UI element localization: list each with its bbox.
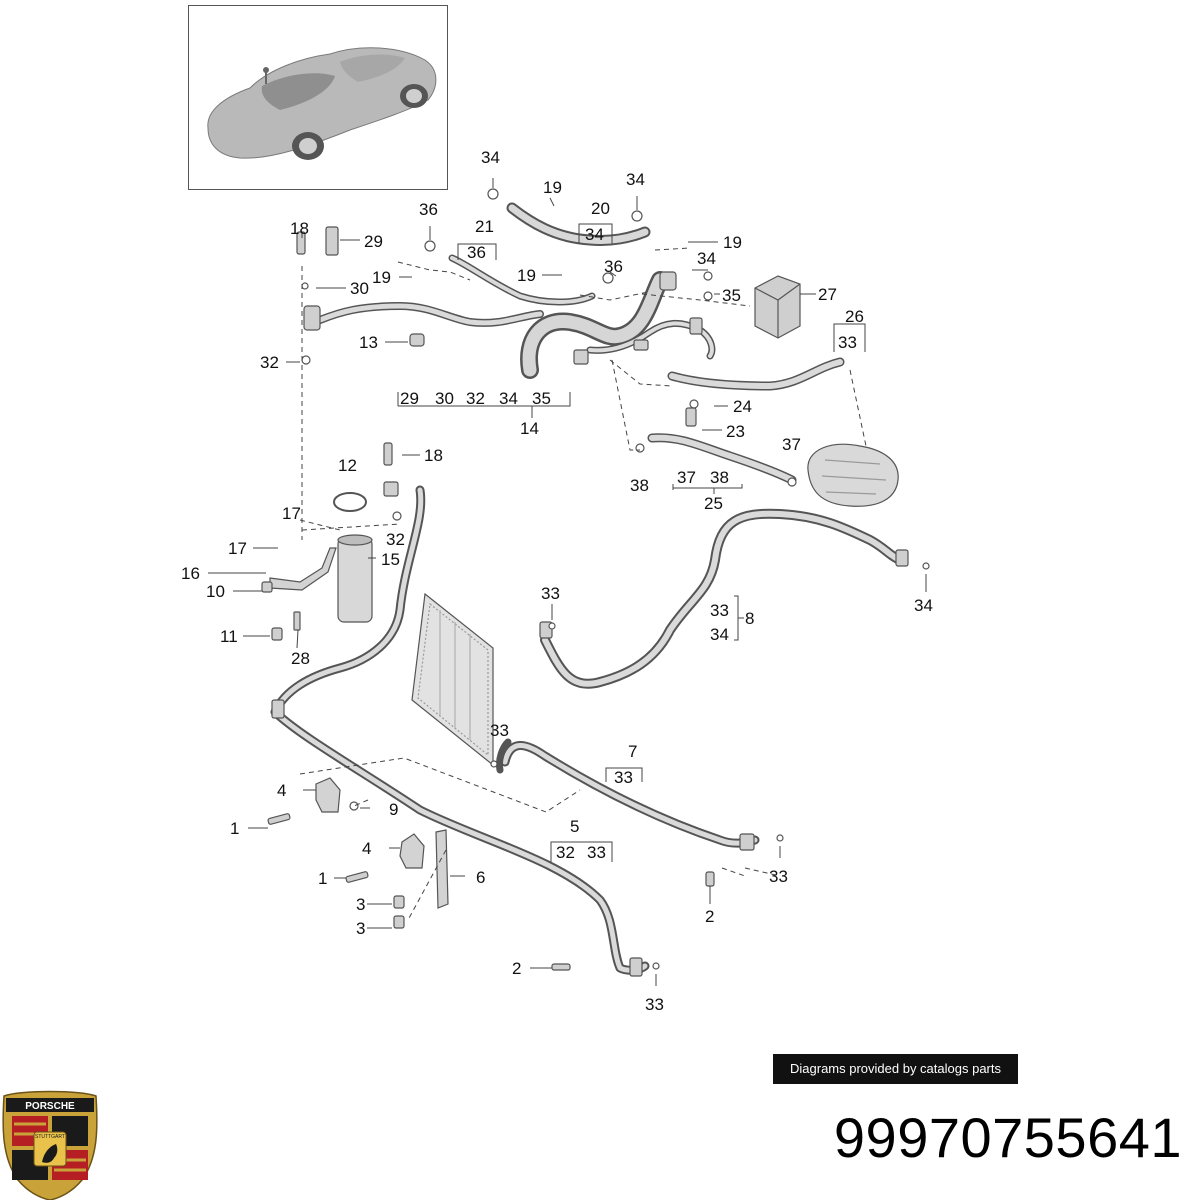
callout-32: 32 — [466, 389, 485, 408]
bracket-4-upper — [315, 777, 341, 813]
callout-19: 19 — [723, 233, 742, 252]
callout-25: 25 — [704, 494, 723, 513]
callout-29: 29 — [400, 389, 419, 408]
compressor — [807, 443, 899, 507]
callout-3: 3 — [356, 895, 365, 914]
callouts: 34 19 34 20 34 36 21 36 19 18 29 19 19 3… — [181, 148, 933, 1014]
credit-banner: Diagrams provided by catalogs parts — [773, 1054, 1018, 1084]
bracket-4-lower — [399, 833, 425, 869]
callout-33: 33 — [710, 601, 729, 620]
callout-12: 12 — [338, 456, 357, 475]
crest-wordmark: PORSCHE — [25, 1101, 75, 1112]
callout-1: 1 — [318, 869, 327, 888]
callout-38: 38 — [630, 476, 649, 495]
dryer-15 — [337, 534, 373, 623]
leader-lines — [208, 178, 927, 986]
callout-9: 9 — [389, 800, 398, 819]
callout-37: 37 — [782, 435, 801, 454]
callout-33: 33 — [587, 843, 606, 862]
callout-8: 8 — [745, 609, 754, 628]
callout-14: 14 — [520, 419, 539, 438]
components — [261, 188, 930, 977]
callout-36: 36 — [467, 243, 486, 262]
condenser — [411, 592, 494, 767]
callout-30: 30 — [350, 279, 369, 298]
callout-33: 33 — [769, 867, 788, 886]
part-number: 99970755641 — [833, 1106, 1182, 1169]
callout-32: 32 — [386, 530, 405, 549]
car-illustration — [207, 47, 437, 160]
callout-32: 32 — [556, 843, 575, 862]
ring-12 — [333, 492, 367, 512]
callout-33: 33 — [490, 721, 509, 740]
callout-33: 33 — [614, 768, 633, 787]
callout-1: 1 — [230, 819, 239, 838]
bracket-6 — [435, 829, 449, 909]
callout-34: 34 — [710, 625, 729, 644]
callout-30: 30 — [435, 389, 454, 408]
callout-36: 36 — [604, 257, 623, 276]
callout-19: 19 — [543, 178, 562, 197]
callout-34: 34 — [626, 170, 645, 189]
callout-7: 7 — [628, 742, 637, 761]
callout-33: 33 — [645, 995, 664, 1014]
callout-28: 28 — [291, 649, 310, 668]
callout-2: 2 — [705, 907, 714, 926]
callout-34: 34 — [585, 225, 604, 244]
callout-34: 34 — [481, 148, 500, 167]
crest-city: STUTTGART — [35, 1134, 65, 1140]
callout-4: 4 — [277, 781, 286, 800]
callout-34: 34 — [499, 389, 518, 408]
callout-18: 18 — [290, 219, 309, 238]
callout-23: 23 — [726, 422, 745, 441]
valve-27 — [754, 275, 801, 339]
callout-26: 26 — [845, 307, 864, 326]
callout-29: 29 — [364, 232, 383, 251]
callout-21: 21 — [475, 217, 494, 236]
vehicle-inset — [188, 5, 448, 190]
callout-35: 35 — [722, 286, 741, 305]
callout-5: 5 — [570, 817, 579, 836]
part-shapes — [270, 202, 905, 975]
callout-34: 34 — [914, 596, 933, 615]
callout-33: 33 — [838, 333, 857, 352]
callout-10: 10 — [206, 582, 225, 601]
callout-37: 37 — [677, 468, 696, 487]
callout-36: 36 — [419, 200, 438, 219]
callout-2: 2 — [512, 959, 521, 978]
callout-17: 17 — [282, 504, 301, 523]
callout-32: 32 — [260, 353, 279, 372]
callout-27: 27 — [818, 285, 837, 304]
callout-19: 19 — [372, 268, 391, 287]
callout-16: 16 — [181, 564, 200, 583]
callout-3: 3 — [356, 919, 365, 938]
callout-18: 18 — [424, 446, 443, 465]
bracket-16 — [269, 547, 337, 591]
callout-24: 24 — [733, 397, 752, 416]
callout-15: 15 — [381, 550, 400, 569]
callout-33: 33 — [541, 584, 560, 603]
callout-6: 6 — [476, 868, 485, 887]
porsche-crest-logo: PORSCHE STUTTGART — [2, 1090, 98, 1200]
callout-19: 19 — [517, 266, 536, 285]
callout-17: 17 — [228, 539, 247, 558]
callout-13: 13 — [359, 333, 378, 352]
callout-35: 35 — [532, 389, 551, 408]
callout-11: 11 — [220, 627, 238, 646]
callout-20: 20 — [591, 199, 610, 218]
callout-34: 34 — [697, 249, 716, 268]
callout-4: 4 — [362, 839, 371, 858]
callout-38: 38 — [710, 468, 729, 487]
